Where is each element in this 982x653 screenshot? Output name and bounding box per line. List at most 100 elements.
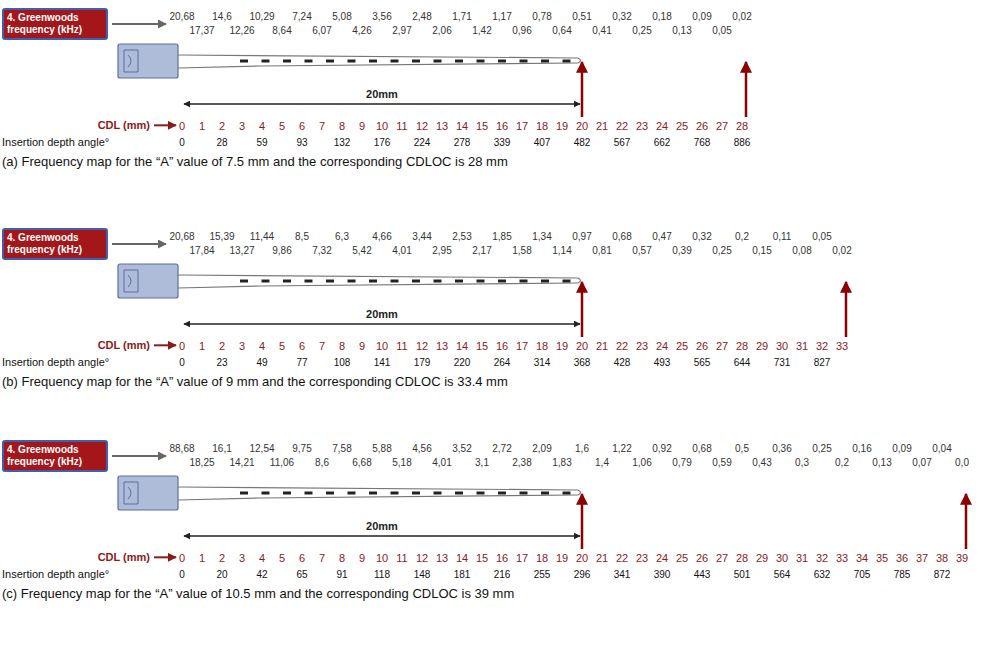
- frequency-value: 0,78: [532, 11, 551, 23]
- angle-value: 20: [216, 569, 227, 581]
- frequency-value: 3,44: [412, 231, 431, 243]
- electrode-contact: [305, 280, 313, 283]
- frequency-value: 1,71: [452, 11, 471, 23]
- electrode-handle: [118, 264, 178, 298]
- cdl-value: 4: [259, 120, 265, 133]
- length-label: 20mm: [363, 520, 401, 533]
- frequency-value: 1,22: [612, 443, 631, 455]
- angle-value: 179: [414, 357, 431, 369]
- electrode-contact: [391, 280, 399, 283]
- cdl-value: 26: [696, 120, 708, 133]
- electrode-contact: [434, 280, 442, 283]
- frequency-value: 1,83: [552, 457, 571, 469]
- electrode-contact: [455, 60, 463, 63]
- frequency-value: 6,3: [335, 231, 349, 243]
- electrode-contact: [326, 492, 334, 495]
- angle-value: 108: [334, 357, 351, 369]
- frequency-value: 6,68: [352, 457, 371, 469]
- frequency-value: 0,96: [512, 25, 531, 37]
- cdl-value: 32: [816, 552, 828, 565]
- frequency-value: 4,01: [392, 245, 411, 257]
- electrode-contact: [498, 492, 506, 495]
- cdl-value: 23: [636, 552, 648, 565]
- frequency-value: 3,52: [452, 443, 471, 455]
- angle-value: 296: [574, 569, 591, 581]
- electrode-tip: [578, 58, 581, 63]
- frequency-value: 0,43: [752, 457, 771, 469]
- electrode-contact: [563, 492, 571, 495]
- cdl-value: 11: [396, 340, 407, 353]
- cdl-value: 12: [416, 120, 428, 133]
- box-title: 4. Greenwoods frequency (kHz): [7, 232, 103, 256]
- frequency-value: 0,25: [712, 245, 731, 257]
- angle-value: 176: [374, 137, 391, 149]
- cdl-value: 20: [576, 340, 588, 353]
- box-title: 4. Greenwoods frequency (kHz): [7, 444, 103, 468]
- cdl-value: 23: [636, 340, 648, 353]
- cdl-value: 34: [856, 552, 868, 565]
- cdl-value: 4: [259, 340, 265, 353]
- electrode-contact: [369, 60, 377, 63]
- frequency-value: 1,17: [492, 11, 511, 23]
- frequency-value: 0,2: [835, 457, 849, 469]
- electrode-contact: [369, 492, 377, 495]
- frequency-value: 0,02: [732, 11, 751, 23]
- electrode-lead: [178, 63, 578, 68]
- frequency-value: 17,84: [189, 245, 214, 257]
- cdl-value: 28: [736, 120, 748, 133]
- electrode-contact: [541, 280, 549, 283]
- frequency-value: 0,36: [772, 443, 791, 455]
- frequency-value: 9,86: [272, 245, 291, 257]
- electrode-contact: [262, 492, 270, 495]
- cdl-value: 7: [319, 120, 325, 133]
- electrode-tip: [578, 490, 581, 495]
- electrode-contact: [348, 280, 356, 283]
- cdl-value: 1: [199, 340, 205, 353]
- angle-value: 565: [694, 357, 711, 369]
- frequency-value: 0,09: [692, 11, 711, 23]
- angle-value: 341: [614, 569, 631, 581]
- cdl-value: 13: [436, 120, 448, 133]
- frequency-value: 2,95: [432, 245, 451, 257]
- cdl-value: 1: [199, 552, 205, 565]
- frequency-value: 2,17: [472, 245, 491, 257]
- electrode-contact: [348, 60, 356, 63]
- frequency-value: 0,08: [792, 245, 811, 257]
- electrode-lead: [178, 495, 578, 500]
- cdl-value: 2: [219, 552, 225, 565]
- axis-title: CDL (mm): [98, 339, 150, 352]
- frequency-value: 0,25: [632, 25, 651, 37]
- frequency-value: 10,29: [249, 11, 274, 23]
- cdl-value: 5: [279, 340, 285, 353]
- electrode-contact: [305, 60, 313, 63]
- frequency-value: 0,68: [612, 231, 631, 243]
- length-label: 20mm: [363, 88, 401, 101]
- title-box: 4. Greenwoods frequency (kHz): [2, 228, 108, 260]
- frequency-value: 0,15: [752, 245, 771, 257]
- pointer-arrow: [112, 243, 166, 245]
- angle-value: 644: [734, 357, 751, 369]
- angle-value: 42: [256, 569, 267, 581]
- cdl-value: 16: [496, 340, 508, 353]
- cdl-value: 37: [916, 552, 928, 565]
- frequency-value: 88,68: [169, 443, 194, 455]
- cdl-value: 8: [339, 120, 345, 133]
- cdl-value: 24: [656, 552, 668, 565]
- cdl-value: 26: [696, 340, 708, 353]
- frequency-value: 0,0: [955, 457, 969, 469]
- frequency-value: 0,16: [852, 443, 871, 455]
- electrode-contact: [477, 492, 485, 495]
- frequency-value: 5,18: [392, 457, 411, 469]
- cdl-value: 3: [239, 552, 245, 565]
- pointer-arrow: [154, 344, 176, 346]
- angle-value: 118: [374, 569, 390, 581]
- cdl-value: 21: [596, 120, 608, 133]
- frequency-value: 7,24: [292, 11, 311, 23]
- frequency-value: 1,06: [632, 457, 651, 469]
- frequency-value: 0,02: [832, 245, 851, 257]
- cdl-value: 9: [359, 340, 365, 353]
- cdl-value: 24: [656, 340, 668, 353]
- position-arrow: [581, 62, 584, 117]
- angle-value: 785: [894, 569, 911, 581]
